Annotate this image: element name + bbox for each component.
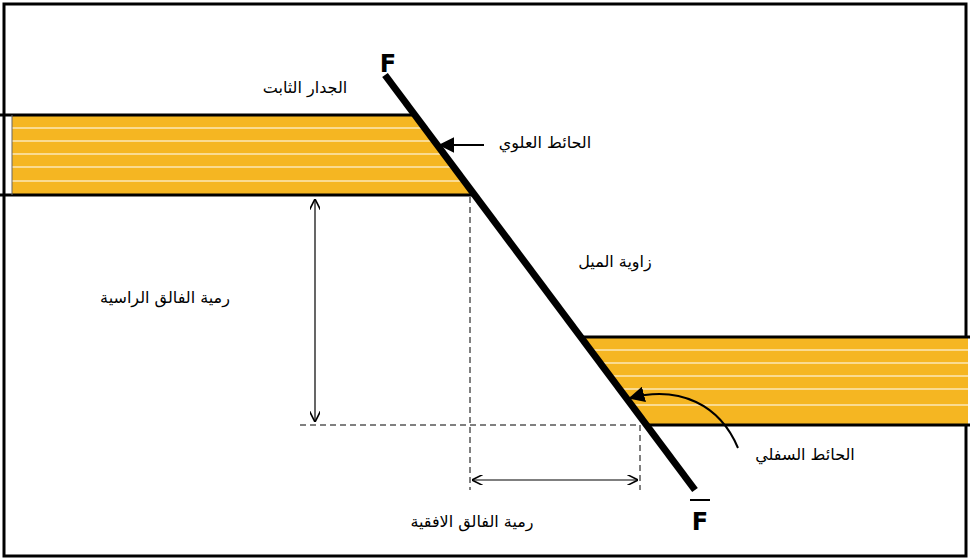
layer-edge	[0, 194, 475, 197]
layer-edge	[12, 115, 13, 195]
frame	[4, 4, 966, 556]
fault-end-bar	[690, 499, 710, 501]
layer-edge	[646, 424, 970, 427]
block-label: الجدار الثابت	[263, 78, 348, 97]
rock-layer	[12, 115, 475, 195]
fault-letter: F	[692, 508, 708, 537]
angle-label: زاوية الميل	[578, 252, 652, 271]
leader-arrow	[630, 394, 738, 448]
vertical-throw-arrow	[314, 200, 315, 421]
throw-label: رمية الفالق الراسية	[100, 288, 230, 307]
throw-label: رمية الفالق الافقية	[404, 510, 539, 533]
layer-edge	[581, 336, 970, 339]
bedding-lines	[12, 128, 464, 181]
wall-label: الحائط السفلي	[755, 445, 855, 464]
wall-label: الحائط العلوي	[499, 133, 591, 152]
bedding-lines	[590, 350, 968, 405]
fault-plane	[385, 75, 695, 490]
horizontal-throw-arrow	[473, 479, 637, 480]
leader-arrow	[440, 144, 484, 146]
layer-edge	[0, 114, 415, 117]
fault-letter: F	[380, 50, 396, 79]
